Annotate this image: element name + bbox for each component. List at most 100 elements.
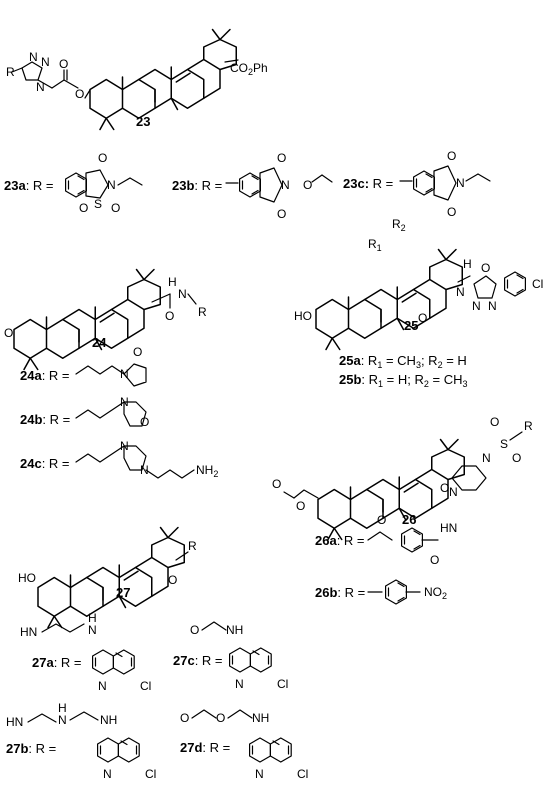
23c-o1: O (447, 149, 456, 163)
25-amide-o: O (418, 311, 427, 325)
compound-26a-label: 26a: R = (315, 533, 365, 548)
27-ho: HO (18, 571, 36, 585)
compound-23a: 23a: R = O N S O O (4, 151, 143, 215)
27b-hn: HN (6, 715, 23, 729)
compound-25: HO R1 R2 H N O N N Cl O 25 (294, 217, 543, 351)
27a-nh: N (88, 623, 97, 637)
compound-26a: 26a: R = O HN O (315, 513, 457, 567)
24b-n: N (120, 395, 129, 409)
compound-23a-label: 23a: R = (4, 178, 54, 193)
26-acetyl-o1: O (272, 477, 281, 491)
27b-n-ring: N (103, 767, 112, 781)
27-r: R (188, 539, 197, 553)
compound-27d: O O NH 27d: R = N Cl (180, 709, 308, 781)
25-oxadiazole-n2: N (488, 299, 497, 313)
25-r2: R2 (392, 217, 406, 233)
23b-n: N (281, 178, 290, 192)
24a-o: O (133, 345, 142, 359)
compound-27c-label: 27c: R = (173, 653, 223, 668)
26-r: R (524, 419, 533, 433)
24-h: H (168, 275, 177, 289)
compound-27-label: 27 (116, 585, 130, 600)
24c-n2: N (140, 463, 149, 477)
compound-24: O H N R O 24 (4, 268, 207, 371)
compound-25a: 25a: R1 = CH3; R2 = H (339, 353, 467, 370)
27c-cl: Cl (277, 677, 288, 691)
compound-23b: 23b: R = O N O O (172, 151, 333, 221)
23b-o1: O (277, 151, 286, 165)
ester-o-carbonyl: O (59, 57, 68, 71)
27c-n: N (235, 677, 244, 691)
25-r1: R1 (368, 237, 382, 253)
triazole-n1: N (29, 50, 38, 64)
compound-24-label: 24 (92, 335, 107, 350)
compound-26b: 26b: R = NO2 (315, 579, 447, 605)
23b-o3: O (277, 207, 286, 221)
23a-o3: O (111, 201, 120, 215)
27a-cl: Cl (140, 679, 151, 693)
26-piperazine-n2: N (482, 451, 491, 465)
ester-o-link: O (75, 87, 84, 101)
ester-label: CO2Ph (230, 61, 268, 77)
27d-n: N (255, 767, 264, 781)
compound-25b: 25b: R1 = H; R2 = CH3 (339, 372, 468, 389)
compound-27: HO R O 27 (18, 526, 197, 629)
23a-n: N (107, 178, 116, 192)
23a-o1: O (98, 151, 107, 165)
26-s: S (500, 437, 508, 451)
23a-o2: O (79, 201, 88, 215)
25-ho: HO (294, 309, 312, 323)
25-oxadiazole-o: O (481, 261, 490, 275)
23c-n: N (456, 176, 465, 190)
24-ketone-o: O (4, 326, 13, 340)
compound-25a-label: 25a: R1 = CH3; R2 = H (339, 353, 467, 370)
compound-26: O O N N O S R O O 26 (272, 415, 533, 541)
27b-cl: Cl (145, 767, 156, 781)
26a-nh: HN (440, 521, 457, 535)
26a-o1: O (377, 513, 386, 527)
compound-25b-label: 25b: R1 = H; R2 = CH3 (339, 372, 468, 389)
23a-s: S (94, 197, 102, 211)
compound-27b: HN H N NH 27b: R = N Cl (6, 701, 156, 781)
27a-h: H (88, 611, 97, 625)
compound-23c-label: 23c: R = (343, 176, 393, 191)
26-so-o2: O (512, 451, 521, 465)
27c-o: O (190, 623, 199, 637)
26-acetyl-o2: O (296, 499, 305, 513)
24c-n1: N (120, 439, 129, 453)
27b-nh: NH (100, 713, 117, 727)
27c-nh: NH (226, 623, 243, 637)
compound-24c-label: 24c: R = (20, 456, 70, 471)
27b-h: H (58, 701, 67, 715)
24-o: O (165, 309, 174, 323)
25-h: H (463, 257, 472, 271)
25-oxadiazole-n1: N (472, 299, 481, 313)
27d-cl: Cl (297, 767, 308, 781)
26a-o2: O (430, 553, 439, 567)
24-n: N (178, 287, 187, 301)
triazole-r-label: R (6, 65, 15, 79)
compound-24a-label: 24a: R = (20, 368, 70, 383)
24b-o: O (140, 415, 149, 429)
26-piperazine-n1: N (449, 485, 458, 499)
27b-n: N (58, 713, 67, 727)
compound-24c: 24c: R = N N NH2 (20, 439, 218, 479)
26b-no2: NO2 (424, 585, 447, 601)
compound-27d-label: 27d: R = (180, 740, 230, 755)
compound-24a: 24a: R = O N (20, 345, 147, 387)
26-amide-o: O (440, 481, 449, 495)
27a-hn: HN (20, 625, 37, 639)
triazole-n3: N (36, 80, 45, 94)
27a-n: N (98, 679, 107, 693)
compound-26-label: 26 (402, 512, 416, 527)
23c-o2: O (447, 205, 456, 219)
triazole-n2: N (41, 55, 50, 69)
24-r: R (198, 305, 207, 319)
27d-o2: O (216, 711, 225, 725)
compound-26b-label: 26b: R = (315, 585, 365, 600)
27d-nh: NH (252, 711, 269, 725)
compound-24b-label: 24b: R = (20, 412, 70, 427)
27d-o1: O (180, 711, 189, 725)
compound-23-label: 23 (136, 114, 150, 129)
